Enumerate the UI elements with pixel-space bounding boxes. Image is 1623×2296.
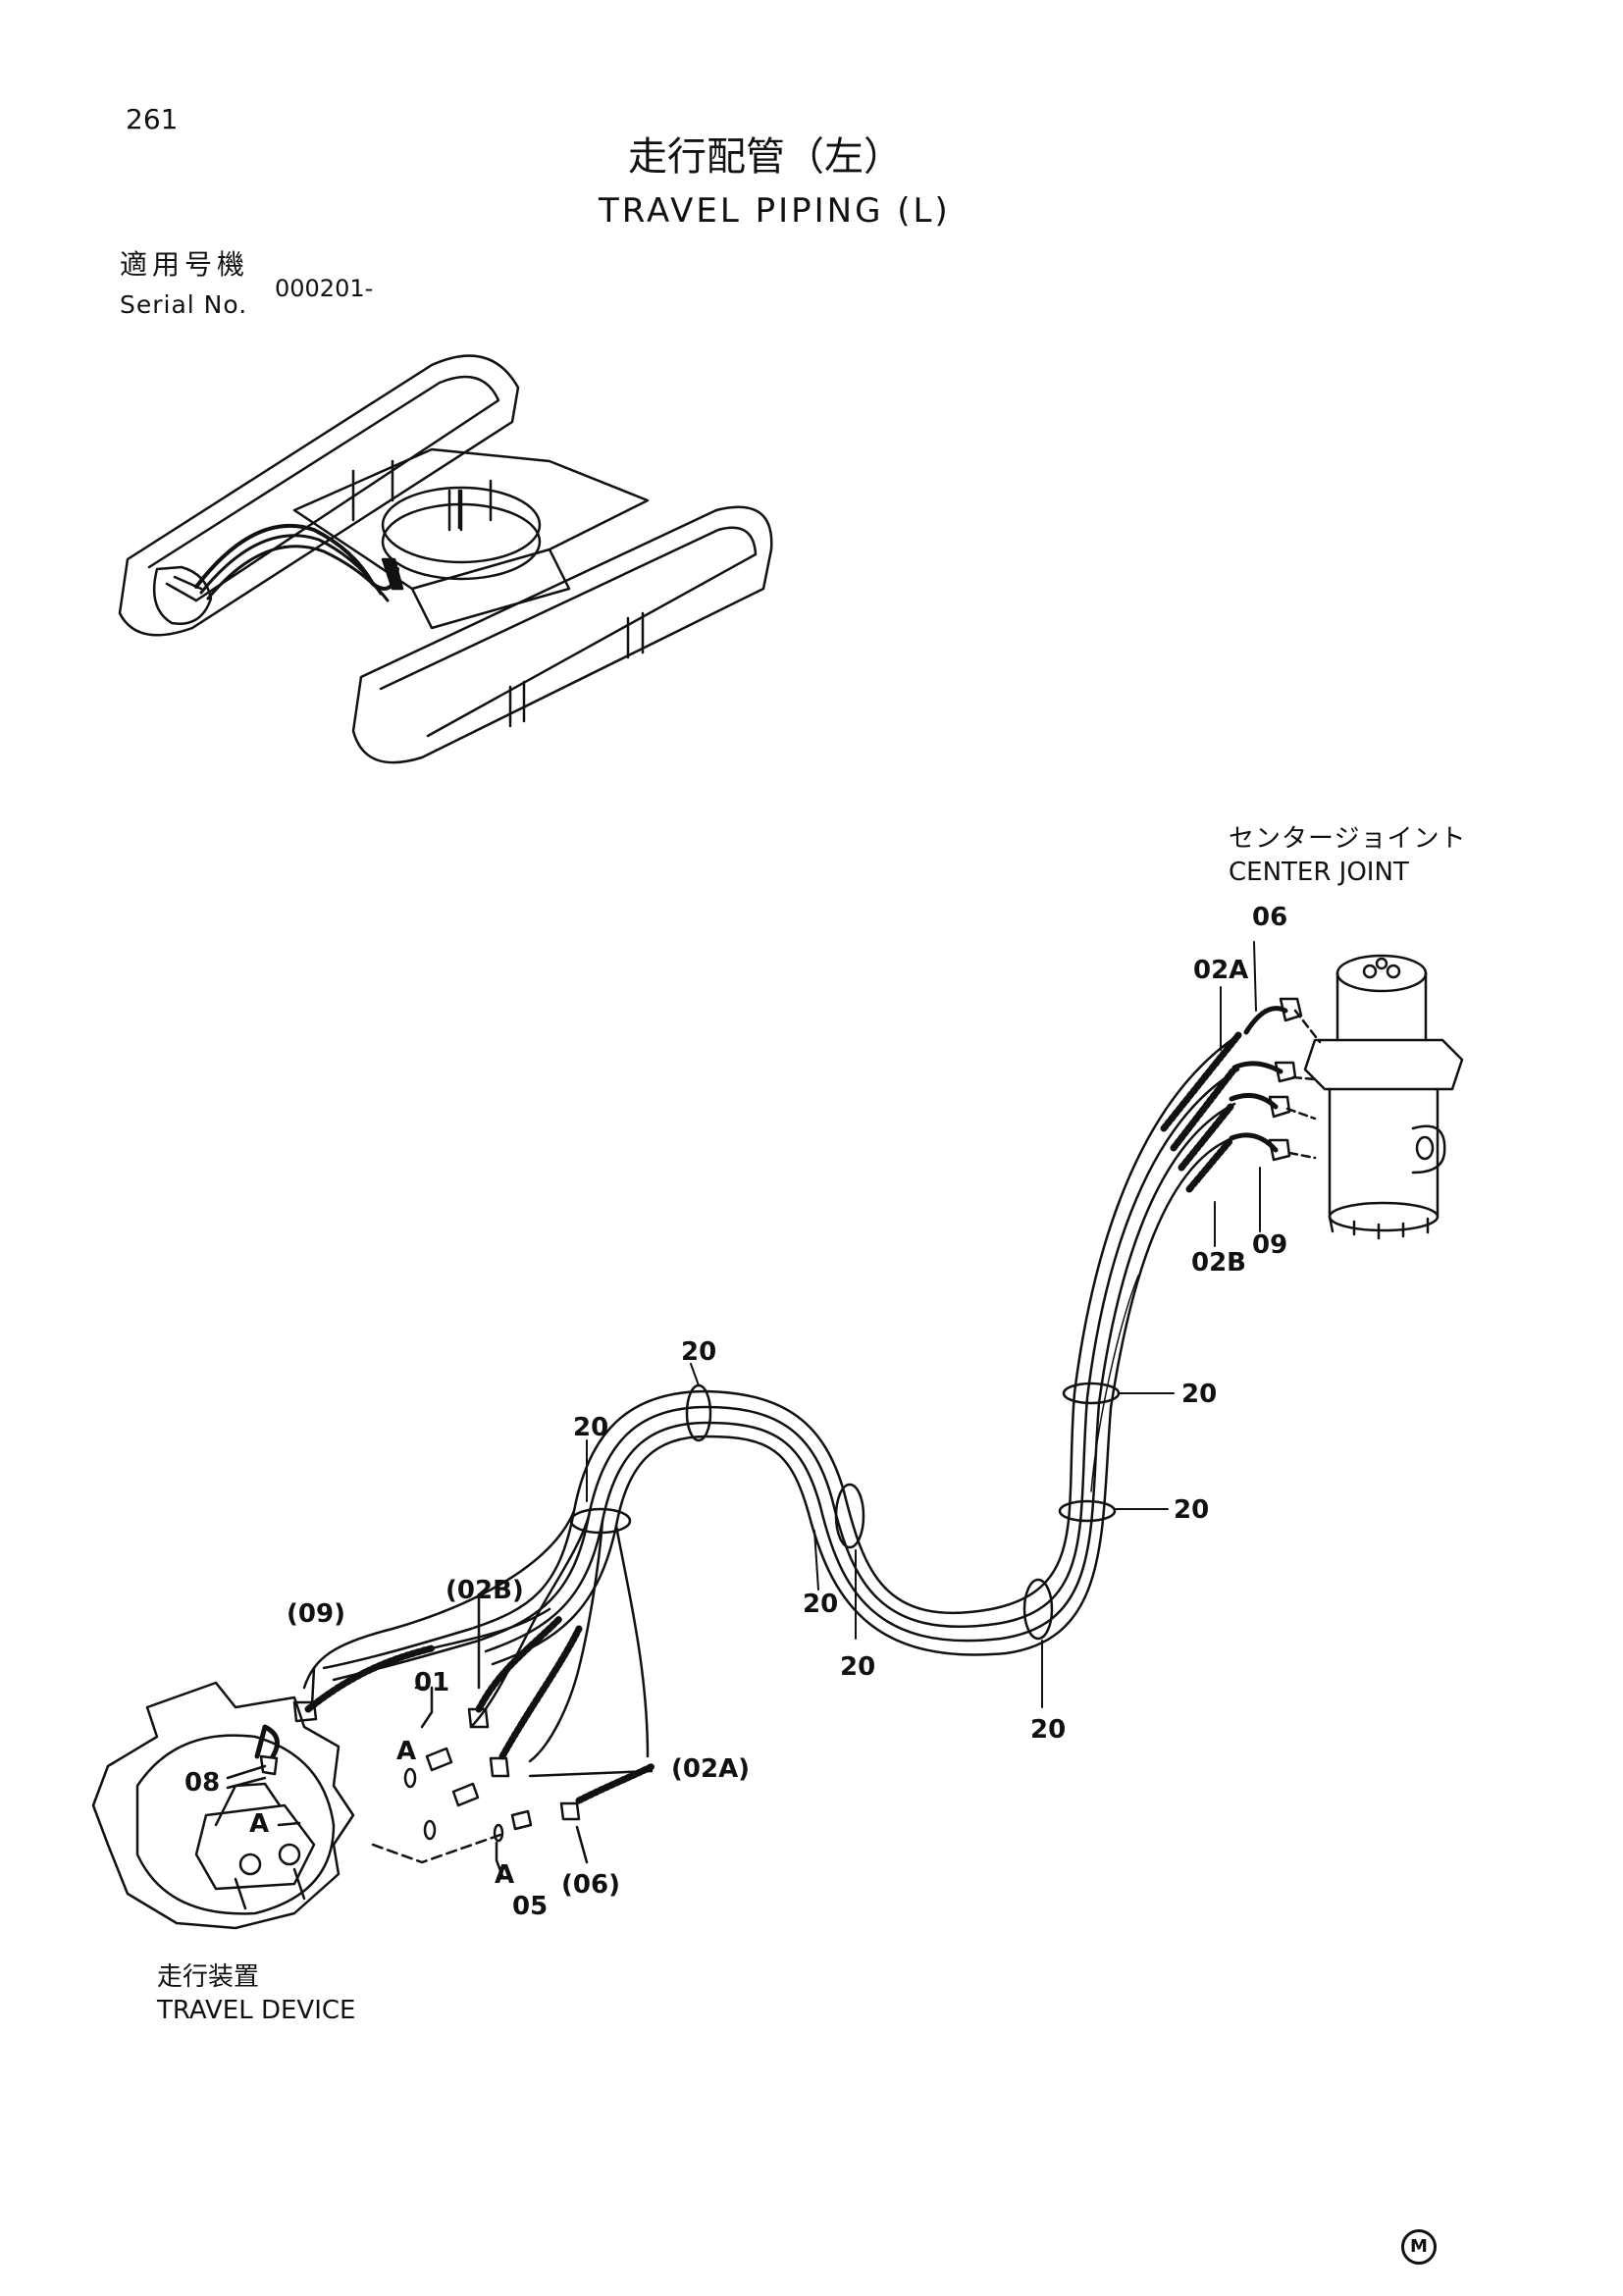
callout-20-right1: 20 — [1181, 1380, 1218, 1409]
center-joint-label-ja: センタージョイント — [1229, 824, 1467, 854]
callout-02a: 02A — [1193, 956, 1249, 985]
callout-02a-paren: (02A) — [671, 1754, 751, 1784]
callout-09-paren: (09) — [287, 1599, 345, 1629]
page-title-en: TRAVEL PIPING (L) — [599, 191, 951, 231]
page-title-ja: 走行配管（左） — [628, 134, 903, 180]
callout-a-lower: A — [495, 1860, 515, 1890]
callout-06: 06 — [1252, 903, 1288, 932]
callout-01: 01 — [414, 1668, 450, 1697]
callout-08: 08 — [184, 1768, 221, 1798]
travel-device-part — [91, 1592, 656, 1930]
travel-device-label-ja: 走行装置 — [157, 1962, 260, 1992]
callout-09: 09 — [1252, 1230, 1288, 1260]
serial-label-ja: 適用号機 — [120, 248, 250, 281]
callout-02b-paren: (02B) — [445, 1576, 524, 1605]
page-number: 261 — [126, 103, 179, 135]
m-mark-symbol: M — [1401, 2229, 1437, 2265]
center-joint-part — [1229, 954, 1464, 1240]
callout-02b: 02B — [1191, 1248, 1246, 1278]
undercarriage-overview — [118, 354, 773, 764]
callout-20-mid2: 20 — [840, 1652, 876, 1682]
callout-a-left: A — [249, 1809, 270, 1839]
callout-20-right2: 20 — [1174, 1495, 1210, 1525]
callout-20-top: 20 — [681, 1337, 717, 1367]
travel-device-label-en: TRAVEL DEVICE — [157, 1996, 356, 2025]
serial-number: 000201- — [275, 275, 374, 302]
callout-a-upper: A — [396, 1737, 417, 1766]
callout-20-upper: 20 — [573, 1413, 609, 1442]
serial-label-en: Serial No. — [120, 290, 248, 319]
callout-20-mid1: 20 — [803, 1590, 839, 1619]
callout-06-paren: (06) — [561, 1870, 620, 1900]
hose-bundle — [302, 1031, 1242, 1763]
center-joint-label-en: CENTER JOINT — [1229, 858, 1409, 887]
callout-20-bottom: 20 — [1030, 1715, 1067, 1745]
callout-05: 05 — [512, 1892, 549, 1921]
